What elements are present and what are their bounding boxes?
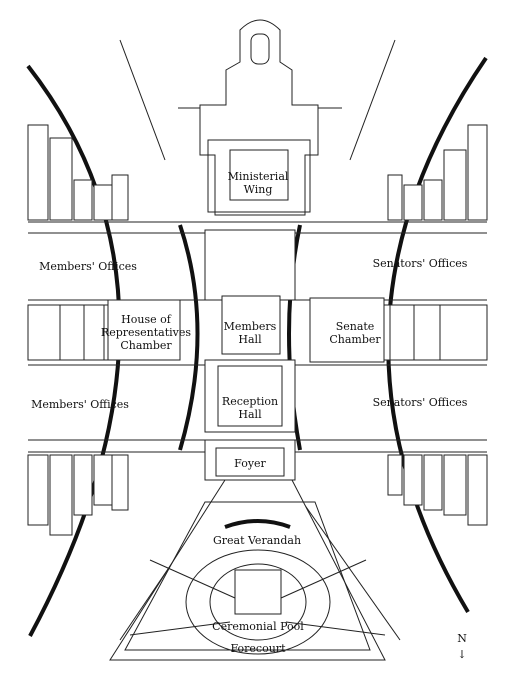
great-verandah-label: Great Verandah bbox=[213, 534, 301, 547]
senators-offices-south-label: Senators' Offices bbox=[373, 396, 468, 409]
central-halls bbox=[204, 229, 296, 481]
members-offices-south-label: Members' Offices bbox=[31, 398, 129, 411]
house-chamber-label-2: Representatives bbox=[101, 326, 191, 339]
reception-hall-label-1: Reception bbox=[222, 395, 278, 408]
ministerial-wing-label-2: Wing bbox=[244, 183, 273, 196]
house-chamber-curve bbox=[178, 224, 200, 451]
members-hall-label-2: Hall bbox=[238, 333, 262, 346]
forecourt-label: Forecourt bbox=[231, 642, 287, 655]
members-offices-north-label: Members' Offices bbox=[39, 260, 137, 273]
senators-offices-north-label: Senators' Offices bbox=[373, 257, 468, 270]
members-offices-block bbox=[27, 124, 181, 536]
members-hall-label-1: Members bbox=[224, 320, 277, 333]
north-arrow: N ↓ bbox=[457, 632, 467, 661]
ministerial-wing bbox=[178, 19, 342, 216]
foyer-label: Foyer bbox=[234, 457, 266, 470]
senate-chamber-label-1: Senate bbox=[336, 320, 375, 333]
reception-hall-label-2: Hall bbox=[238, 408, 262, 421]
north-letter: N bbox=[457, 632, 467, 645]
north-arrow-icon: ↓ bbox=[457, 648, 466, 661]
house-chamber-label-1: House of bbox=[121, 313, 172, 326]
ministerial-wing-label: Ministerial bbox=[228, 170, 289, 183]
senators-offices-block bbox=[309, 124, 488, 526]
room-labels: Ministerial Wing Members' Offices Senato… bbox=[31, 170, 468, 655]
senate-chamber-label-2: Chamber bbox=[329, 333, 381, 346]
ceremonial-pool-label: Ceremonial Pool bbox=[212, 620, 304, 633]
forecourt-area bbox=[109, 479, 386, 661]
house-chamber-label-3: Chamber bbox=[120, 339, 172, 352]
